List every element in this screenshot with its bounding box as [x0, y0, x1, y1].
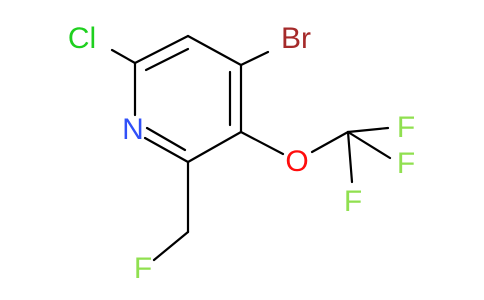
bond-c4-br [239, 50, 270, 67]
fluorine-atom-label-2: F [397, 147, 415, 180]
bond-c6-cl [110, 48, 137, 65]
bond-cf3-f1 [346, 126, 390, 134]
bond-c3-c2 [186, 130, 243, 164]
bond-c3-o [239, 130, 285, 156]
fluorine-atom-label-1: F [397, 111, 415, 144]
fluorine-atom-label-3: F [344, 185, 362, 218]
bond-c2-n [143, 136, 190, 164]
nitrogen-atom-label: N [122, 113, 144, 146]
bond-c5-c4 [186, 34, 243, 67]
bond-cf3-f3 [346, 130, 354, 184]
chlorine-atom-label: Cl [68, 22, 96, 55]
bond-cf3-f2 [346, 130, 392, 160]
oxygen-atom-label: O [285, 145, 308, 178]
bond-c6-c5 [133, 34, 190, 65]
bromine-atom-label: Br [281, 22, 311, 55]
fluorine-ch2-atom-label: F [134, 252, 152, 285]
bond-c6-c5-inner [144, 47, 190, 72]
bond-o-cf3 [310, 130, 350, 154]
bond-c2-n-inner [145, 126, 187, 152]
bond-ch2-f [152, 230, 190, 262]
